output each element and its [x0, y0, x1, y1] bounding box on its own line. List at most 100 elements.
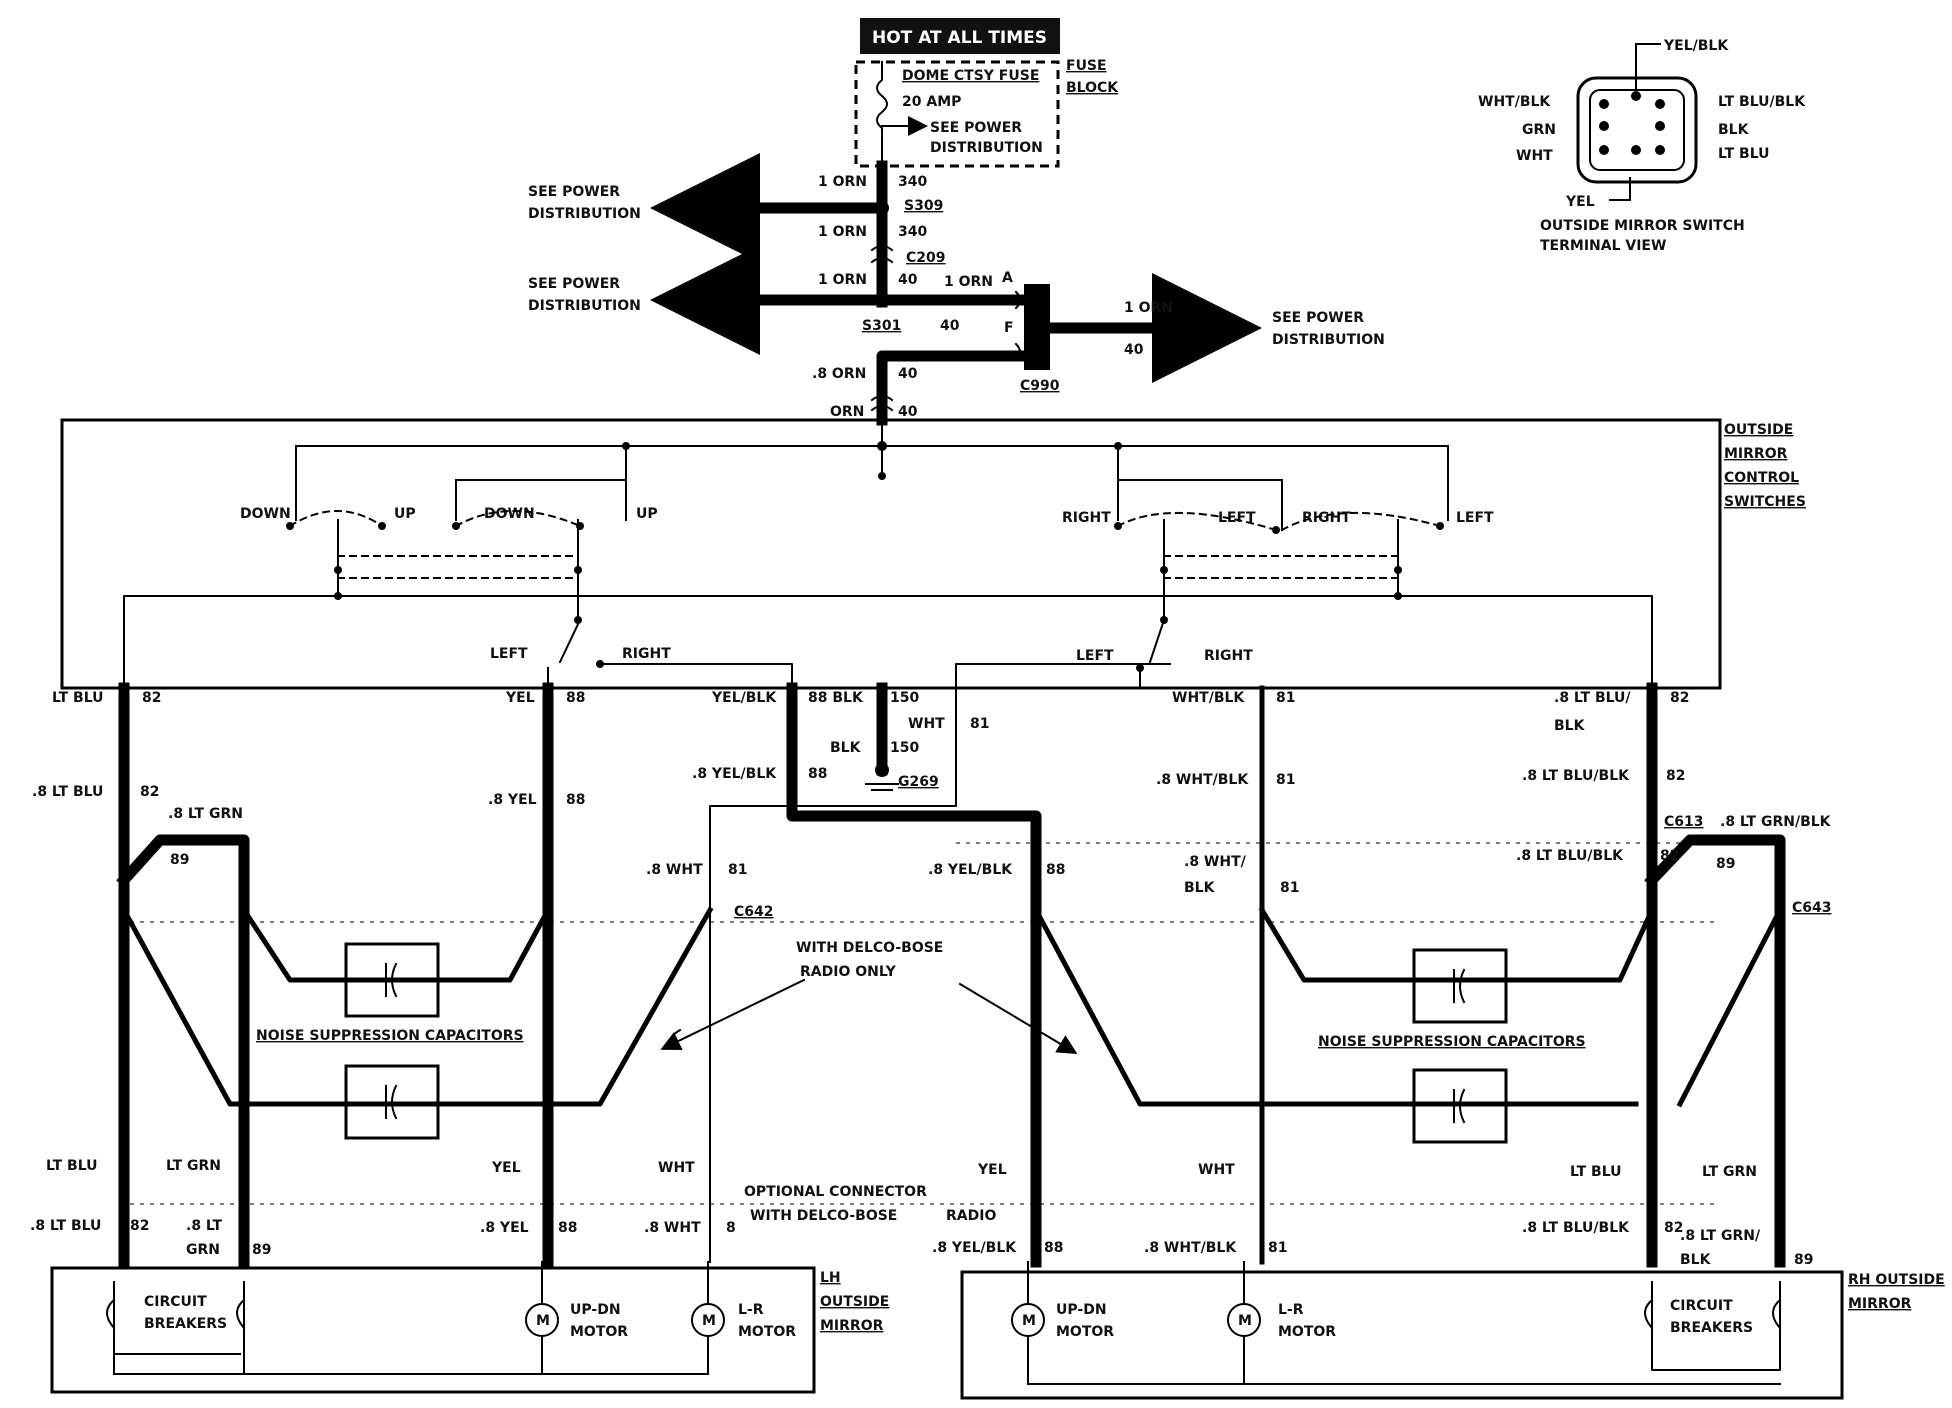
- wire-8-wht: .8 WHT: [646, 862, 703, 878]
- wire-8-yel-blk: .8 YEL/BLK: [692, 766, 777, 782]
- pin-f: F: [1004, 320, 1014, 336]
- wire-8-yel-blk-3: .8 YEL/BLK: [932, 1240, 1017, 1256]
- rh-motor-m1: M: [1022, 1313, 1036, 1329]
- wire-yel-2: YEL: [491, 1160, 521, 1176]
- wire-lt-grn: LT GRN: [166, 1158, 221, 1174]
- circuit-82e: 82: [1660, 848, 1679, 864]
- see-power-1b: DISTRIBUTION: [528, 206, 641, 222]
- circuit-88f: 88: [1044, 1240, 1063, 1256]
- control-title-4: SWITCHES: [1724, 494, 1806, 510]
- circuit-81: 81: [970, 716, 989, 732]
- lh-circuit: CIRCUIT: [144, 1294, 207, 1310]
- terminal-caption-1: OUTSIDE MIRROR SWITCH: [1540, 218, 1745, 234]
- wire-8-lt-blu-blk: .8 LT BLU/BLK: [1522, 768, 1630, 784]
- wire-lt-blu-slash: .8 LT BLU/: [1554, 690, 1631, 706]
- wire-label: 1 ORN: [818, 224, 867, 240]
- term-blk: BLK: [1718, 122, 1750, 138]
- switch-right-1: RIGHT: [1062, 510, 1111, 526]
- circuit-88e: 88: [558, 1220, 577, 1236]
- rh-updn: UP-DN: [1056, 1302, 1107, 1318]
- lh-motor-m1: M: [536, 1313, 550, 1329]
- switch-up-2: UP: [636, 506, 658, 522]
- wire-lt-blu: LT BLU: [52, 690, 104, 706]
- circuit-81c: 81: [1276, 772, 1295, 788]
- fuse-block-outline: [854, 60, 1060, 168]
- control-title-3: CONTROL: [1724, 470, 1799, 486]
- rh-circuit: CIRCUIT: [1670, 1298, 1733, 1314]
- lh-updn: UP-DN: [570, 1302, 621, 1318]
- lh-updn-motor: MOTOR: [570, 1324, 628, 1340]
- circuit-82: 82: [142, 690, 161, 706]
- connector-c643: C643: [1792, 900, 1832, 916]
- control-switch-block: OUTSIDE MIRROR CONTROL SWITCHES DOWN UP …: [60, 418, 1806, 690]
- circuit-82c: 82: [140, 784, 159, 800]
- delco-note-2: RADIO ONLY: [800, 964, 897, 980]
- wire-8-lt-grn-slash: .8 LT GRN/: [1680, 1228, 1761, 1244]
- wire-label: 1 ORN: [944, 274, 993, 290]
- rh-lr-motor: MOTOR: [1278, 1324, 1336, 1340]
- term-yel: YEL: [1565, 194, 1595, 210]
- wire-8-yel-blk-2: .8 YEL/BLK: [928, 862, 1013, 878]
- wire-label: ORN: [830, 404, 864, 420]
- circuit-89b: 89: [1716, 856, 1735, 872]
- switch-left-3: LEFT: [490, 646, 528, 662]
- circuit-label: 40: [940, 318, 960, 334]
- control-switch-outline: [60, 418, 1722, 690]
- lh-outside-mirror: CIRCUIT BREAKERS M UP-DN MOTOR M L-R MOT…: [50, 1261, 889, 1394]
- wire-harness: LT BLU 82 YEL 88 YEL/BLK 88 BLK 150 WHT …: [30, 682, 1832, 1268]
- circuit-88d: 88: [1046, 862, 1065, 878]
- fuse-note-1: SEE POWER: [930, 120, 1022, 136]
- circuit-label: 40: [898, 366, 918, 382]
- rh-outside-mirror: M UP-DN MOTOR M L-R MOTOR CIRCUIT BREAKE…: [960, 1261, 1945, 1400]
- see-power-1a: SEE POWER: [528, 184, 620, 200]
- switch-down-1: DOWN: [240, 506, 291, 522]
- wire-wht-blk: WHT/BLK: [1172, 690, 1245, 706]
- circuit-150: 150: [890, 690, 919, 706]
- wire-grn: GRN: [186, 1242, 220, 1258]
- wire-8-lt: .8 LT: [186, 1218, 223, 1234]
- noise-caps-left: NOISE SUPPRESSION CAPACITORS: [256, 1028, 524, 1044]
- switch-down-2: DOWN: [484, 506, 535, 522]
- term-lt-blu: LT BLU: [1718, 146, 1770, 162]
- wire-lt-blu-3: LT BLU: [1570, 1164, 1622, 1180]
- term-yel-blk: YEL/BLK: [1663, 38, 1729, 54]
- wire-8-wht-blk: .8 WHT/BLK: [1156, 772, 1249, 788]
- lh-label-1: LH: [820, 1270, 841, 1286]
- circuit-89: 89: [170, 852, 189, 868]
- term-wht: WHT: [1516, 148, 1553, 164]
- wire-label: .8 ORN: [812, 366, 866, 382]
- wire-blk-2: BLK: [1184, 880, 1216, 896]
- connector-c642: C642: [734, 904, 774, 920]
- circuit-150b: 150: [890, 740, 919, 756]
- fuse-block-1: FUSE: [1066, 58, 1107, 74]
- circuit-label: 40: [1124, 342, 1144, 358]
- see-power-2b: DISTRIBUTION: [528, 298, 641, 314]
- fuse-icon: [876, 61, 888, 167]
- circuit-88c: 88: [808, 766, 827, 782]
- lh-mirror-box: [50, 1266, 816, 1394]
- circuit-81d: 81: [728, 862, 747, 878]
- control-title-2: MIRROR: [1724, 446, 1788, 462]
- circuit-89c: 89: [252, 1242, 271, 1258]
- wire-8-lt-blu-2: .8 LT BLU: [30, 1218, 101, 1234]
- wire-8-lt-blu: .8 LT BLU: [32, 784, 103, 800]
- fuse-block-2: BLOCK: [1066, 80, 1119, 96]
- wire-8-wht-slash: .8 WHT/: [1184, 854, 1247, 870]
- optional-note-3: RADIO: [946, 1208, 996, 1224]
- power-feed: HOT AT ALL TIMES DOME CTSY FUSE 20 AMP S…: [528, 18, 1385, 426]
- wire-yel-3: YEL: [977, 1162, 1007, 1178]
- wire-lt-grn-2: LT GRN: [1702, 1164, 1757, 1180]
- wire-label: 1 ORN: [818, 272, 867, 288]
- see-power-3b: DISTRIBUTION: [1272, 332, 1385, 348]
- connector-c613: C613: [1664, 814, 1704, 830]
- wire-label: 1 ORN: [1124, 300, 1173, 316]
- lh-label-2: OUTSIDE: [820, 1294, 889, 1310]
- hot-at-all-times-box: [860, 18, 1060, 54]
- switch-terminal-view: YEL/BLK WHT/BLK GRN WHT LT BLU/BLK BLK L…: [1478, 38, 1806, 254]
- ground-g269: G269: [898, 774, 939, 790]
- rh-updn-motor: MOTOR: [1056, 1324, 1114, 1340]
- wire-8-lt-blu-blk-3: .8 LT BLU/BLK: [1522, 1220, 1630, 1236]
- circuit-label: 340: [898, 224, 927, 240]
- wire-8-lt-blu-blk-2: .8 LT BLU/BLK: [1516, 848, 1624, 864]
- circuit-81f: 81: [1268, 1240, 1287, 1256]
